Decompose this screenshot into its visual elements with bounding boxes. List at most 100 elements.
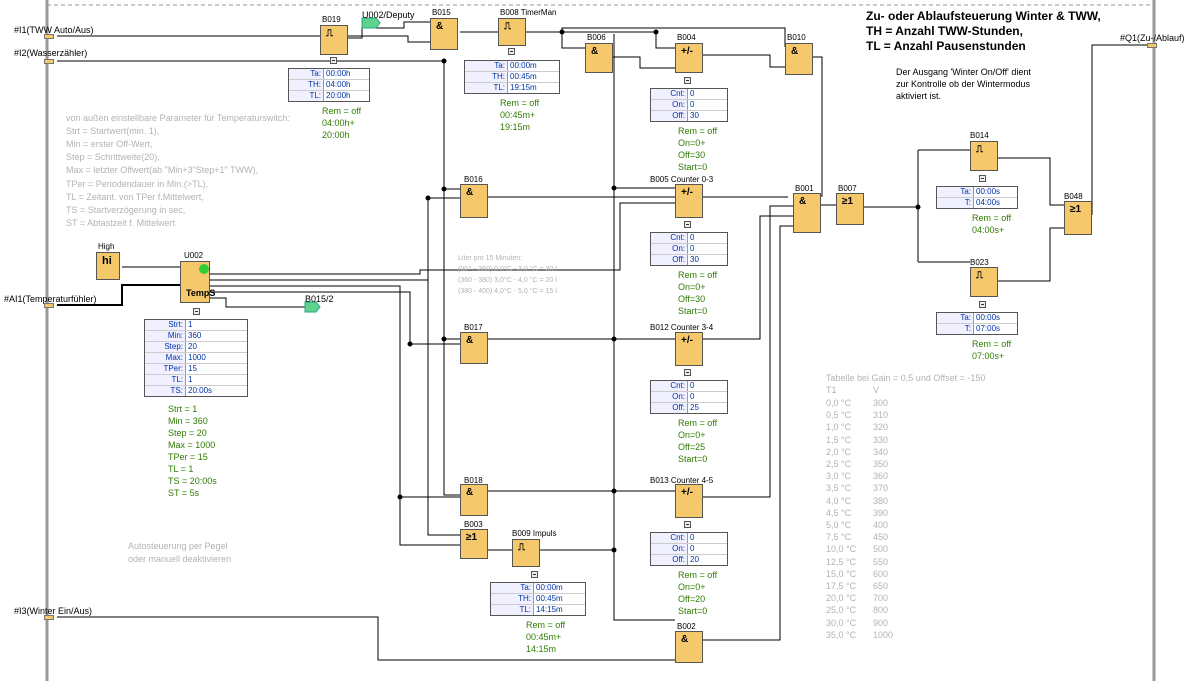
- param-value[interactable]: 30: [690, 255, 699, 264]
- param-value[interactable]: 0: [690, 544, 695, 553]
- b009-collapse-button[interactable]: [531, 571, 538, 578]
- input-i1-terminal[interactable]: [44, 34, 54, 39]
- block-b016[interactable]: &: [460, 184, 488, 218]
- param-value[interactable]: 20:00h: [326, 91, 351, 100]
- param-row[interactable]: On:0: [651, 244, 727, 255]
- param-value[interactable]: 04:00s: [976, 198, 1001, 207]
- param-row[interactable]: T:04:00s: [937, 198, 1017, 208]
- param-row[interactable]: Ta:00:00m: [465, 61, 559, 72]
- param-row[interactable]: Off:25: [651, 403, 727, 413]
- param-value[interactable]: 00:45m: [536, 594, 563, 603]
- block-b009[interactable]: ⎍: [512, 539, 540, 567]
- param-row[interactable]: TS:20:00s: [145, 386, 247, 396]
- block-b014[interactable]: ⎍: [970, 141, 998, 171]
- param-row[interactable]: Ta:00:00h: [289, 69, 369, 80]
- block-b015[interactable]: &: [430, 18, 458, 50]
- param-value[interactable]: 15: [188, 364, 197, 373]
- param-row[interactable]: TH:00:45m: [491, 594, 585, 605]
- param-row[interactable]: On:0: [651, 392, 727, 403]
- param-row[interactable]: Off:30: [651, 111, 727, 121]
- param-row[interactable]: Strt:1: [145, 320, 247, 331]
- block-b006[interactable]: &: [585, 43, 613, 73]
- block-b013[interactable]: +/-: [675, 484, 703, 518]
- block-high[interactable]: hi: [96, 252, 120, 280]
- b008-collapse-button[interactable]: [508, 48, 515, 55]
- param-row[interactable]: Max:1000: [145, 353, 247, 364]
- param-value[interactable]: 00:45m: [510, 72, 537, 81]
- b023-collapse-button[interactable]: [979, 301, 986, 308]
- b004-collapse-button[interactable]: [684, 77, 691, 84]
- param-row[interactable]: TL:19:15m: [465, 83, 559, 93]
- block-b023[interactable]: ⎍: [970, 267, 998, 297]
- param-row[interactable]: T:07:00s: [937, 324, 1017, 334]
- param-value[interactable]: 0: [690, 244, 695, 253]
- param-value[interactable]: 04:00h: [326, 80, 351, 89]
- param-row[interactable]: Min:360: [145, 331, 247, 342]
- block-b012[interactable]: +/-: [675, 332, 703, 366]
- block-b019[interactable]: ⎍: [320, 25, 348, 55]
- param-value[interactable]: 20:00s: [188, 386, 213, 395]
- param-value[interactable]: 0: [690, 233, 695, 242]
- param-value[interactable]: 0: [690, 533, 695, 542]
- input-i3-terminal[interactable]: [44, 615, 54, 620]
- block-b008[interactable]: ⎍: [498, 18, 526, 46]
- param-value[interactable]: 0: [690, 392, 695, 401]
- param-value[interactable]: 00:00s: [976, 313, 1001, 322]
- param-row[interactable]: On:0: [651, 544, 727, 555]
- param-value[interactable]: 0: [690, 89, 695, 98]
- param-value[interactable]: 0: [690, 381, 695, 390]
- param-value[interactable]: 0: [690, 100, 695, 109]
- b019-collapse-button[interactable]: [330, 57, 337, 64]
- block-b001[interactable]: &: [793, 193, 821, 233]
- b005-collapse-button[interactable]: [684, 221, 691, 228]
- b014-collapse-button[interactable]: [979, 175, 986, 182]
- block-b004[interactable]: +/-: [675, 43, 703, 73]
- param-value[interactable]: 1: [188, 320, 193, 329]
- param-value[interactable]: 00:00s: [976, 187, 1001, 196]
- param-value[interactable]: 07:00s: [976, 324, 1001, 333]
- param-value[interactable]: 30: [690, 111, 699, 120]
- param-value[interactable]: 19:15m: [510, 83, 537, 92]
- param-value[interactable]: 14:15m: [536, 605, 563, 614]
- param-value[interactable]: 1: [188, 375, 193, 384]
- block-b002[interactable]: &: [675, 631, 703, 663]
- param-row[interactable]: Ta:00:00s: [937, 313, 1017, 324]
- block-b018[interactable]: &: [460, 484, 488, 516]
- param-row[interactable]: Cnt:0: [651, 233, 727, 244]
- param-value[interactable]: 20: [690, 555, 699, 564]
- param-row[interactable]: Step:20: [145, 342, 247, 353]
- b012-collapse-button[interactable]: [684, 369, 691, 376]
- param-row[interactable]: Off:30: [651, 255, 727, 265]
- param-row[interactable]: On:0: [651, 100, 727, 111]
- param-row[interactable]: TH:00:45m: [465, 72, 559, 83]
- param-value[interactable]: 20: [188, 342, 197, 351]
- u002-collapse-button[interactable]: [193, 308, 200, 315]
- param-row[interactable]: TL:1: [145, 375, 247, 386]
- param-value[interactable]: 1000: [188, 353, 206, 362]
- input-ai1-terminal[interactable]: [44, 303, 54, 308]
- param-value[interactable]: 00:00h: [326, 69, 351, 78]
- param-row[interactable]: Cnt:0: [651, 533, 727, 544]
- input-i2-terminal[interactable]: [44, 59, 54, 64]
- param-value[interactable]: 360: [188, 331, 202, 340]
- block-b005[interactable]: +/-: [675, 184, 703, 218]
- param-row[interactable]: Ta:00:00s: [937, 187, 1017, 198]
- param-row[interactable]: TH:04:00h: [289, 80, 369, 91]
- block-b007[interactable]: ≥1: [836, 193, 864, 225]
- param-value[interactable]: 00:00m: [536, 583, 563, 592]
- param-value[interactable]: 00:00m: [510, 61, 537, 70]
- block-b048[interactable]: ≥1: [1064, 201, 1092, 235]
- param-row[interactable]: Cnt:0: [651, 381, 727, 392]
- param-row[interactable]: TPer:15: [145, 364, 247, 375]
- output-q1-terminal[interactable]: [1147, 43, 1157, 48]
- param-row[interactable]: Ta:00:00m: [491, 583, 585, 594]
- block-b017[interactable]: &: [460, 332, 488, 364]
